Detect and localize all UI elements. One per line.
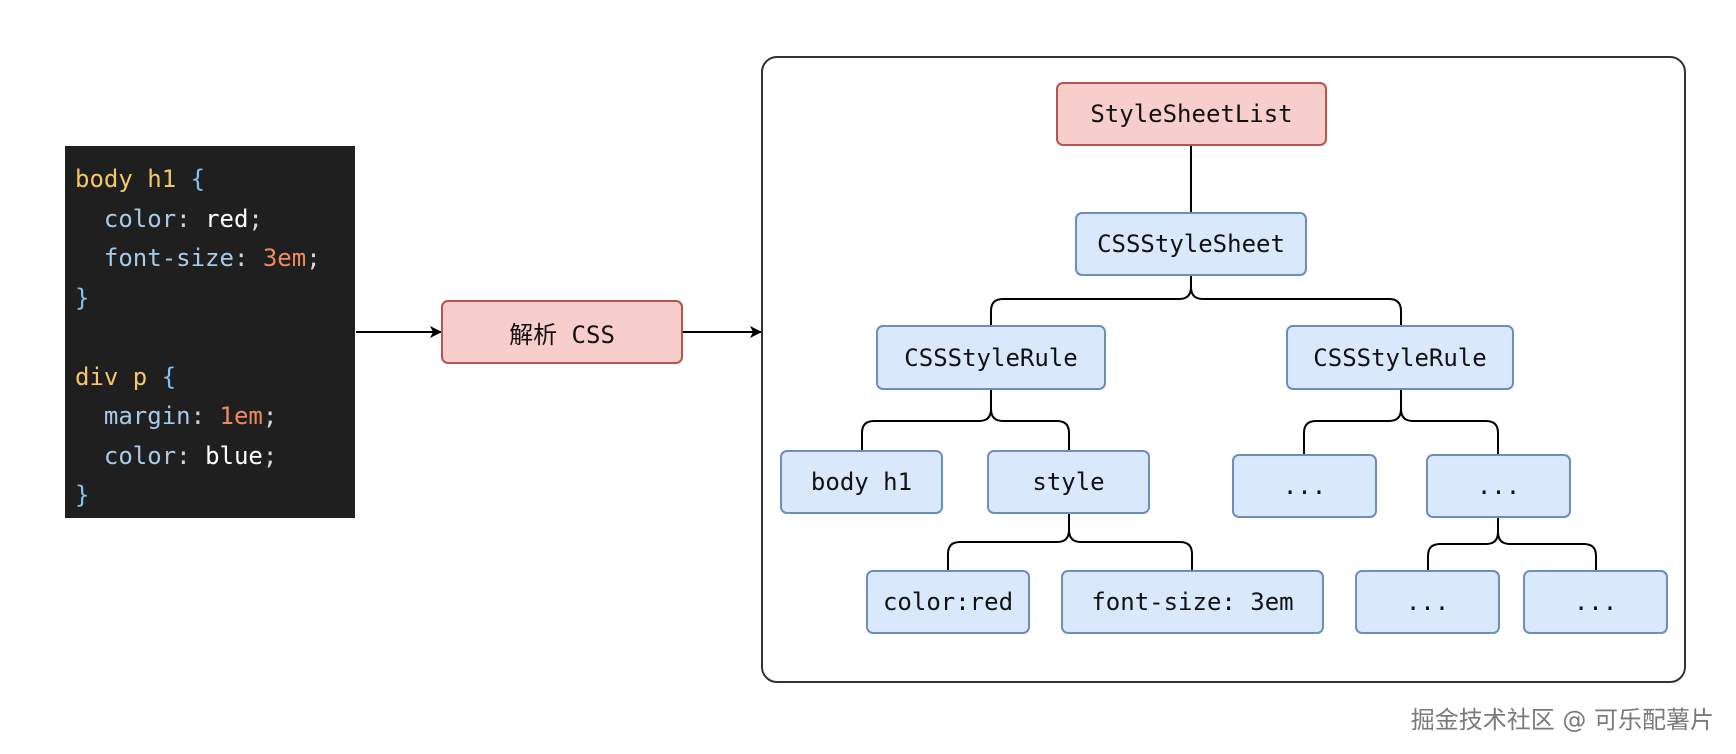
open-brace: { (190, 165, 206, 193)
cssom-tree-frame (761, 56, 1686, 683)
semicolon: ; (306, 244, 321, 272)
style-label: style (1032, 468, 1105, 496)
property-name: margin (103, 402, 191, 430)
semicolon: ; (248, 204, 263, 233)
property-name: color (103, 441, 177, 470)
stylesheetlist-label: StyleSheetList (1090, 100, 1293, 128)
code-line-6: div p { (75, 358, 355, 398)
semicolon: ; (262, 402, 278, 430)
cssstylerule-right-label: CSSStyleRule (1313, 343, 1487, 372)
edge-style-decls (947, 514, 1193, 570)
ellipsis-node-4: ... (1523, 570, 1668, 634)
code-line-8: color: blue; (75, 437, 355, 477)
selector-div-p: div p (75, 362, 148, 391)
colon: : (176, 441, 191, 470)
cssstylerule-left-node: CSSStyleRule (876, 325, 1106, 390)
declaration-fontsize-label: font-size: 3em (1091, 588, 1294, 616)
close-brace: } (75, 283, 90, 312)
edge-rule-left-children (861, 390, 1070, 450)
watermark-text: 掘金技术社区 @ 可乐配薯片 (1410, 706, 1714, 734)
declaration-color-label: color:red (882, 588, 1014, 616)
code-line-9: } (75, 476, 355, 516)
colon: : (233, 244, 249, 272)
code-line-1: body h1 { (75, 160, 355, 200)
declaration-color-node: color:red (866, 570, 1030, 634)
semicolon: ; (262, 441, 278, 470)
parse-css-node: 解析 CSS (441, 300, 683, 364)
selector-label: body h1 (810, 468, 913, 496)
property-name: color (103, 204, 177, 233)
ellipsis-label-4: ... (1573, 588, 1618, 616)
property-value: red (205, 204, 249, 233)
edge-rule-right-children (1303, 390, 1499, 454)
colon: : (190, 402, 206, 430)
colon: : (176, 204, 191, 233)
code-line-3: font-size: 3em; (75, 239, 355, 279)
cssstylerule-right-node: CSSStyleRule (1286, 325, 1514, 390)
code-line-7: margin: 1em; (75, 397, 355, 437)
open-brace: { (161, 362, 177, 391)
ellipsis-label-3: ... (1405, 588, 1450, 616)
ellipsis-label-2: ... (1476, 472, 1521, 500)
ellipsis-node-3: ... (1355, 570, 1500, 634)
code-line-2: color: red; (75, 200, 355, 240)
code-line-4: } (75, 279, 355, 319)
property-name: font-size (103, 244, 234, 272)
property-value: blue (205, 441, 263, 470)
cssstylesheet-label: CSSStyleSheet (1097, 230, 1285, 258)
style-node: style (987, 450, 1150, 514)
ellipsis-node-2: ... (1426, 454, 1571, 518)
edge-ellipsis-children (1427, 518, 1597, 570)
property-value: 3em (262, 244, 307, 272)
cssstylerule-left-label: CSSStyleRule (904, 343, 1078, 372)
parse-css-label: 解析 CSS (509, 320, 615, 349)
ellipsis-node-1: ... (1232, 454, 1377, 518)
stylesheetlist-node: StyleSheetList (1056, 82, 1327, 146)
property-value: 1em (219, 402, 263, 430)
css-code-panel: body h1 { color: red; font-size: 3em; } … (65, 146, 355, 518)
cssstylesheet-node: CSSStyleSheet (1075, 212, 1307, 276)
edge-sheet-rules (990, 275, 1402, 325)
close-brace: } (75, 481, 90, 509)
selector-node: body h1 (780, 450, 943, 514)
selector-body-h1: body h1 (75, 165, 177, 193)
ellipsis-label-1: ... (1282, 472, 1327, 500)
declaration-fontsize-node: font-size: 3em (1061, 570, 1324, 634)
